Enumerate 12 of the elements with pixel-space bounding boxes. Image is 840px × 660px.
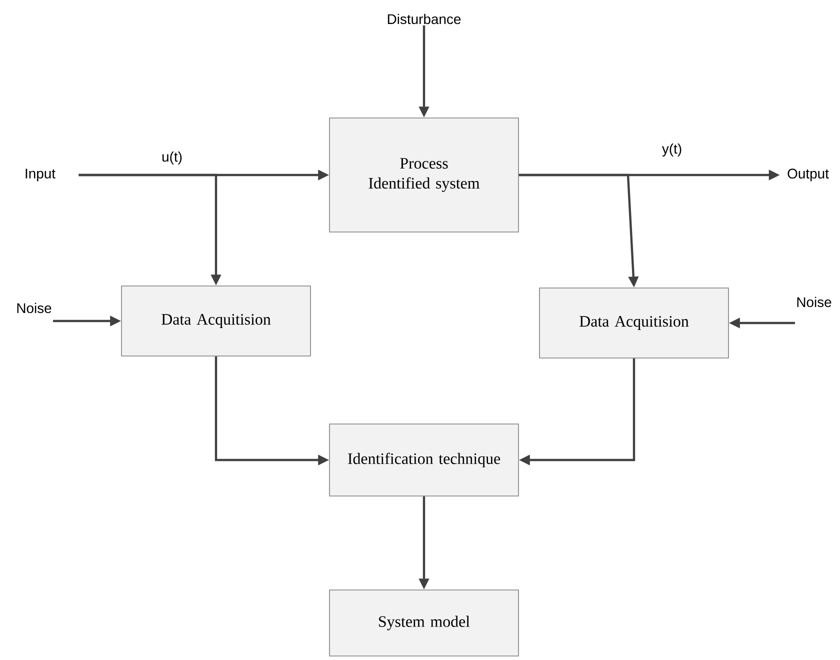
process-box: Identification technique	[329, 424, 519, 496]
process-box: Process Identified system	[329, 118, 519, 232]
signal-label: Disturbance	[388, 14, 461, 24]
signal-label: Noise	[17, 302, 52, 314]
edge-label: u(t)	[162, 152, 182, 164]
signal-label: Noise	[797, 296, 832, 308]
signal-label: Input	[26, 168, 56, 182]
process-box: Data Acquitision	[539, 288, 729, 358]
edge-label: y(t)	[662, 144, 682, 156]
process-box: System model	[329, 590, 519, 656]
process-box: Data Acquitision	[121, 286, 311, 356]
signal-label: Output	[788, 168, 829, 182]
